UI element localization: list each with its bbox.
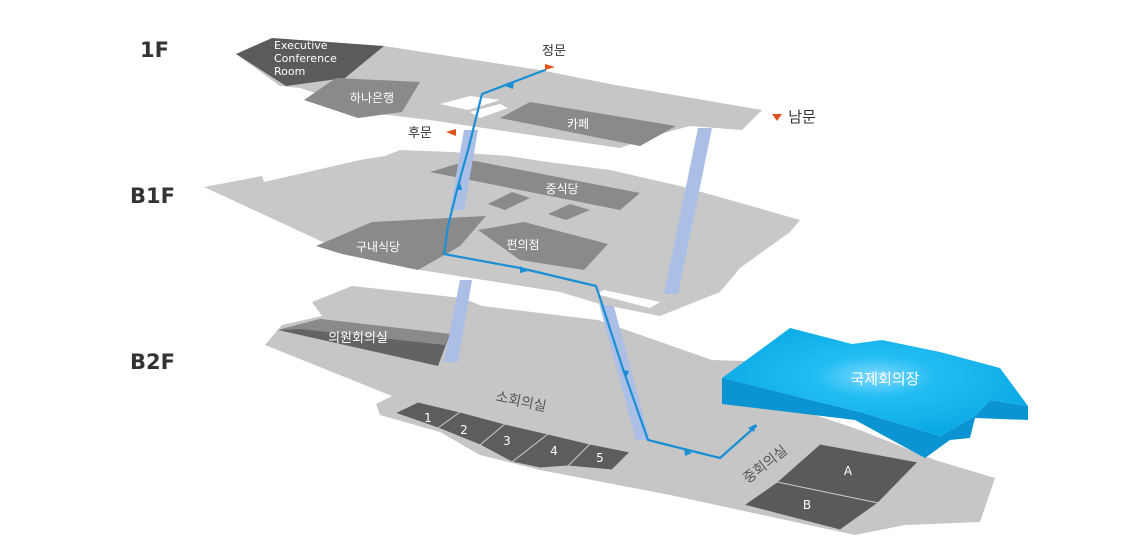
medium-rooms: A B (742, 443, 920, 531)
room-guest-cafeteria-label: 구내식당 (356, 240, 400, 254)
room-executive-line-1: Executive (274, 39, 328, 52)
route-arrow-6 (748, 424, 756, 432)
route-arrows (456, 81, 756, 456)
route-arrow-4 (622, 370, 629, 378)
route-arrow-1 (505, 81, 514, 89)
room-staff-cafeteria[interactable] (430, 160, 640, 210)
small-room-3-label: 3 (503, 434, 511, 448)
connector-b1f-right (664, 128, 712, 294)
room-executive[interactable] (236, 38, 384, 86)
medium-room-b-label: B (803, 498, 811, 512)
route-arrow-3 (520, 266, 528, 273)
room-block-2 (548, 204, 590, 220)
room-executive-line-2: Conference (274, 52, 337, 65)
floor-1f: Executive Conference Room 하나은행 카페 (236, 38, 762, 148)
room-hana-bank[interactable] (304, 78, 420, 118)
entrance-main-label: 정문 (542, 44, 566, 59)
stair-opening-1f-a (440, 96, 500, 110)
small-room-4-label: 4 (550, 444, 558, 458)
stair-opening-1f-b (470, 104, 508, 118)
floor-label-b1f: B1F (130, 184, 175, 208)
room-assembly-label: 의원회의실 (328, 331, 388, 346)
route-arrow-5 (684, 448, 692, 456)
floor-b1f: 중식당 구내식당 편의점 (204, 150, 800, 316)
floor-b2f: 의원회의실 1 2 3 4 5 소회의실 A B 중회의실 국제회의장 (265, 286, 1028, 535)
intl-hall[interactable]: 국제회의장 (722, 328, 1028, 458)
medium-room-a-label: A (844, 464, 853, 478)
small-room-5-label: 5 (596, 451, 604, 465)
entrance-main[interactable]: 정문 (542, 44, 566, 70)
small-room-5[interactable] (566, 443, 632, 471)
flag-icon-back-gate (446, 129, 456, 136)
room-block-1 (488, 192, 530, 210)
flag-icon-main-gate (545, 64, 555, 70)
entrance-south[interactable]: 남문 (772, 108, 816, 126)
room-staff-cafeteria-label: 중식당 (545, 182, 578, 196)
flag-icon-south-gate (772, 114, 782, 121)
room-executive-label: Executive Conference Room (274, 39, 340, 78)
room-convenience-store[interactable] (478, 222, 608, 270)
room-hana-bank-label: 하나은행 (350, 90, 394, 105)
intl-hall-top (722, 328, 1028, 436)
small-room-1-label: 1 (424, 411, 432, 425)
entrance-back[interactable]: 후문 (408, 126, 456, 141)
entrance-back-label: 후문 (408, 126, 432, 141)
room-guest-cafeteria[interactable] (316, 216, 486, 270)
intl-hall-label: 국제회의장 (850, 370, 919, 388)
entrance-south-label: 남문 (788, 108, 816, 126)
room-cafe-label: 카페 (567, 117, 589, 131)
small-rooms: 1 2 3 4 5 (393, 401, 632, 471)
connector-b2f-left (444, 280, 472, 362)
room-assembly-face (278, 319, 450, 345)
route-arrow-2 (456, 182, 462, 190)
small-room-2-label: 2 (460, 423, 468, 437)
room-convenience-store-label: 편의점 (506, 238, 539, 252)
floor-label-b2f: B2F (130, 350, 175, 374)
medium-room-b[interactable] (742, 481, 880, 531)
intl-hall-side (722, 378, 1028, 458)
floor-label-1f: 1F (140, 38, 169, 62)
room-executive-line-3: Room (274, 65, 305, 78)
stair-opening-b1f (596, 290, 660, 308)
room-cafe[interactable] (500, 102, 676, 146)
